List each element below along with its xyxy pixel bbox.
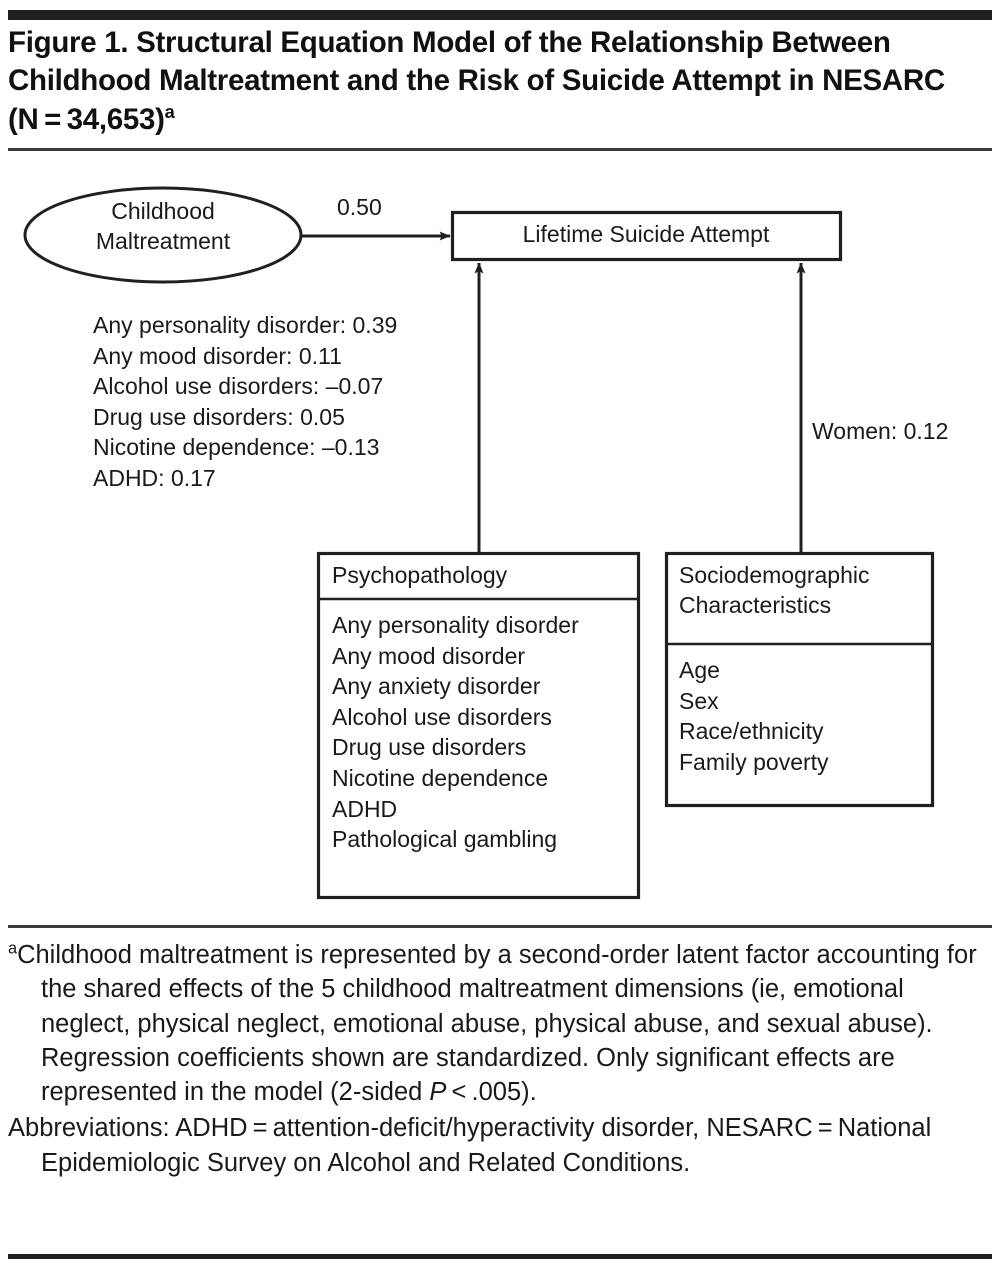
footnote-a: aChildhood maltreatment is represented b… — [8, 938, 988, 1109]
coefficient-line: Any mood disorder: 0.11 — [93, 342, 342, 369]
list-item: Drug use disorders — [332, 734, 527, 761]
footnote-a-text-part1: Childhood maltreatment is represented by… — [17, 941, 977, 1107]
figure-title-text: Figure 1. Structural Equation Model of t… — [8, 26, 945, 136]
sociodemographic-box-header-line1: Sociodemographic — [679, 562, 870, 588]
coefficient-line: Any personality disorder: 0.39 — [93, 312, 398, 338]
list-item: Family poverty — [679, 748, 829, 775]
title-divider-rule — [8, 148, 992, 151]
figure-footnotes: aChildhood maltreatment is represented b… — [8, 938, 988, 1180]
childhood-maltreatment-label: Childhood Maltreatment — [27, 196, 299, 257]
list-item: Race/ethnicity — [679, 718, 824, 745]
footnote-a-marker: a — [8, 939, 18, 958]
sociodemographic-box-header: Sociodemographic Characteristics — [679, 561, 870, 621]
list-item: Any personality disorder — [332, 612, 579, 638]
list-item: Nicotine dependence — [332, 764, 549, 791]
bottom-rule — [8, 1254, 992, 1259]
diagram-canvas — [23, 186, 935, 900]
figure-title-footnote-marker: a — [164, 100, 175, 122]
path-label-women-coefficient: Women: 0.12 — [812, 418, 949, 444]
list-item: Alcohol use disorders — [332, 703, 552, 730]
psychopathology-box-items: Any personality disorder Any mood disord… — [332, 610, 579, 855]
lifetime-suicide-attempt-box — [450, 210, 843, 262]
sociodemographic-box-items: Age Sex Race/ethnicity Family poverty — [679, 655, 829, 777]
psychopathology-coefficient-list: Any personality disorder: 0.39 Any mood … — [93, 310, 397, 494]
psychopathology-box — [316, 551, 641, 900]
footnote-a-text-part2: < .005). — [446, 1078, 537, 1107]
path-label-maltreatment-coefficient: 0.50 — [337, 194, 382, 220]
list-item: Any mood disorder — [332, 642, 526, 669]
sociodemographic-box-header-line2: Characteristics — [679, 591, 832, 618]
list-item: Any anxiety disorder — [332, 673, 541, 700]
footnote-a-p-italic: P — [429, 1078, 447, 1107]
coefficient-line: Alcohol use disorders: –0.07 — [93, 373, 384, 400]
list-item: ADHD — [332, 795, 398, 822]
coefficient-line: ADHD: 0.17 — [93, 464, 216, 491]
coefficient-line: Drug use disorders: 0.05 — [93, 403, 345, 430]
list-item: Age — [679, 657, 720, 683]
footnote-divider-rule — [8, 925, 992, 928]
figure-title: Figure 1. Structural Equation Model of t… — [8, 24, 978, 139]
childhood-maltreatment-label-line1: Childhood — [111, 198, 215, 224]
coefficient-line: Nicotine dependence: –0.13 — [93, 434, 380, 461]
lifetime-suicide-attempt-label: Lifetime Suicide Attempt — [522, 221, 770, 247]
sem-diagram: Childhood Maltreatment Lifetime Suicide … — [0, 155, 1000, 920]
footnote-abbreviations: Abbreviations: ADHD = attention-deficit/… — [8, 1114, 932, 1177]
sociodemographic-box — [664, 551, 935, 808]
list-item: Sex — [679, 687, 719, 714]
list-item: Pathological gambling — [332, 826, 558, 853]
top-rule — [8, 10, 992, 20]
childhood-maltreatment-label-line2: Maltreatment — [95, 228, 231, 255]
psychopathology-box-header: Psychopathology — [332, 562, 508, 588]
